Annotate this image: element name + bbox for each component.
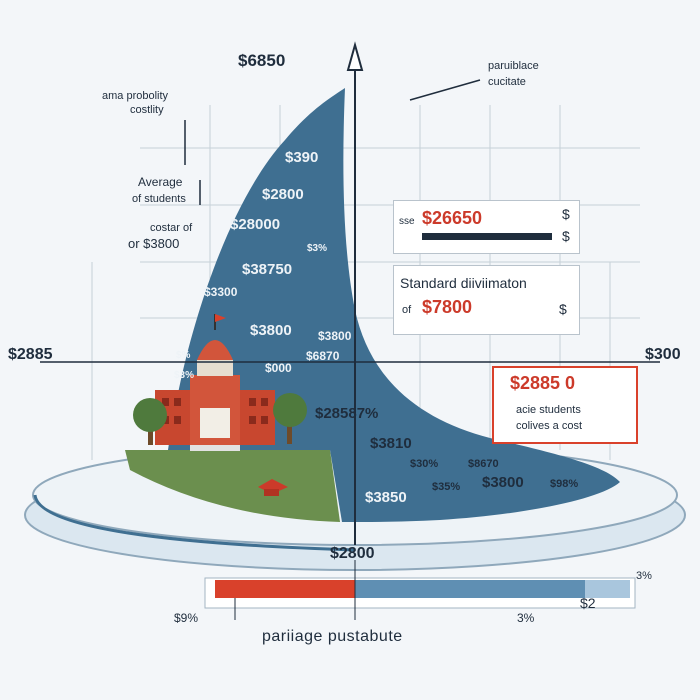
- leader-lines: [184, 79, 481, 205]
- left-average-line2: of students: [132, 193, 186, 205]
- left-axis-value: $2885: [8, 346, 53, 363]
- fill-label: $28000: [230, 216, 281, 233]
- curve-label: $3810: [370, 435, 412, 452]
- fill-label: $3800: [318, 329, 352, 343]
- bar-label-right-top: 3%: [636, 570, 652, 582]
- bar-label-left: $9%: [174, 611, 199, 625]
- curve-label: $98%: [550, 478, 579, 490]
- mean-prefix: sse: [399, 216, 415, 227]
- fill-label: $38750: [242, 261, 293, 278]
- fill-label: $390: [285, 149, 319, 166]
- capitol-building-icon: [155, 314, 275, 451]
- red-box: $2885 0 acie students colives a cost: [492, 366, 638, 444]
- curve-label: $8670: [468, 458, 499, 470]
- std-title: Standard diiviimaton: [400, 275, 527, 291]
- left-note-line1: ama probolity: [102, 90, 169, 102]
- grass-area: [125, 450, 340, 522]
- std-value: $7800: [422, 297, 473, 317]
- bottom-bar: [204, 560, 636, 620]
- mean-box: sse $26650 $ $: [393, 200, 580, 254]
- mean-dollar-2: $: [562, 228, 570, 244]
- top-right-note-line1: paruiblace: [488, 60, 539, 72]
- std-prefix: of: [402, 304, 412, 316]
- top-right-note-line2: cucitate: [488, 76, 526, 88]
- red-box-value: $2885 0: [510, 373, 576, 393]
- fill-label: $3%: [174, 370, 195, 381]
- bar-label-middle: 3%: [517, 611, 535, 625]
- curve-label: $35%: [432, 481, 461, 493]
- left-cost-line2: or $3800: [128, 236, 180, 251]
- footer-title: pariiage pustabute: [262, 628, 403, 645]
- red-box-line3: colives a cost: [516, 420, 583, 432]
- mean-value: $26650: [422, 208, 483, 228]
- tree-icon: [273, 393, 307, 444]
- left-average-line1: Average: [138, 175, 183, 189]
- bar-label-right-bottom: $2: [580, 595, 596, 611]
- curve-label: $30%: [410, 458, 439, 470]
- fill-label: $3%: [307, 243, 328, 254]
- fill-label: $%: [176, 350, 191, 361]
- std-dollar: $: [559, 301, 567, 317]
- curve-label: $3850: [365, 489, 407, 506]
- left-note-line2: costlity: [130, 104, 164, 116]
- left-cost-line1: costar of: [150, 222, 193, 234]
- fill-label: $3300: [204, 285, 238, 299]
- arrow-up-icon: [346, 41, 364, 545]
- mean-bar: [422, 233, 552, 240]
- std-box: Standard diiviimaton of $7800 $: [393, 265, 580, 335]
- mean-dollar-1: $: [562, 206, 570, 222]
- red-box-line2: acie students: [516, 404, 581, 416]
- fill-label: $2800: [262, 186, 304, 203]
- fill-label: $6870: [306, 349, 340, 363]
- top-value: $6850: [238, 51, 286, 70]
- fill-label: $3800: [250, 322, 292, 339]
- bottom-axis-value: $2800: [330, 545, 375, 562]
- graduation-cap-icon: [258, 479, 288, 496]
- tree-icon: [133, 398, 167, 445]
- curve-label: $3800: [482, 474, 524, 491]
- curve-label: $28587%: [315, 405, 379, 422]
- right-axis-value: $300: [645, 346, 681, 363]
- fill-label: $000: [265, 361, 292, 375]
